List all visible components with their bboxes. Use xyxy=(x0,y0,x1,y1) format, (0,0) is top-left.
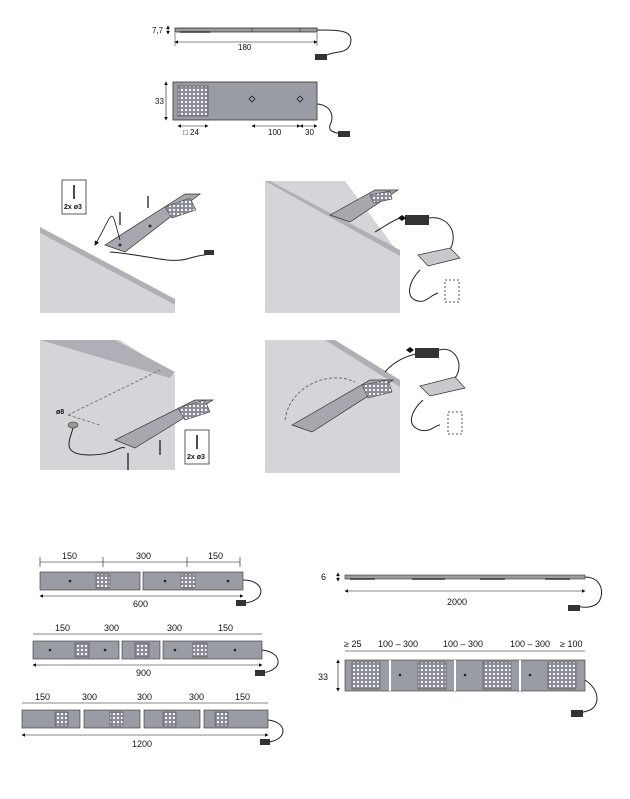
dim-5: 150 xyxy=(235,692,250,702)
led-module xyxy=(177,85,209,117)
install-step-1: 2x ø3 xyxy=(40,179,214,313)
connector-plug xyxy=(315,54,327,60)
dim-edge: 30 xyxy=(305,128,314,137)
dim-mid: 300 xyxy=(136,551,151,561)
screw-label: 2x ø3 xyxy=(187,454,205,461)
dim-1: 150 xyxy=(35,692,50,702)
dim-led: □ 24 xyxy=(183,128,200,137)
combo-900: 150 300 300 150 900 xyxy=(32,623,279,678)
dim-4: 150 xyxy=(218,623,233,633)
driver-box xyxy=(417,247,461,267)
wall-socket xyxy=(444,279,460,303)
dim-2: 100 – 300 xyxy=(378,639,418,649)
dim-1: 150 xyxy=(55,623,70,633)
cable xyxy=(316,29,352,57)
hole-label: ø8 xyxy=(56,409,64,416)
install-step-3: ø8 2x ø3 xyxy=(40,340,215,470)
dim-3: 300 xyxy=(137,692,152,702)
dim-total: 900 xyxy=(136,668,151,678)
combo-1200: 150 300 300 300 150 1200 xyxy=(21,692,284,749)
strip-side-view: 6 2000 xyxy=(321,572,603,611)
dim-length: 2000 xyxy=(447,597,467,607)
dim-1: ≥ 25 xyxy=(344,639,361,649)
dim-left: 150 xyxy=(62,551,77,561)
dim-5: ≥ 100 xyxy=(560,639,582,649)
top-side-view: 7,7 180 xyxy=(152,25,352,60)
dim-3: 100 – 300 xyxy=(443,639,483,649)
mounting-hole xyxy=(248,95,256,103)
install-step-2 xyxy=(265,181,461,313)
dim-height: 7,7 xyxy=(152,26,164,35)
dim-total: 600 xyxy=(133,599,148,609)
dim-2: 300 xyxy=(82,692,97,702)
dim-3: 300 xyxy=(167,623,182,633)
strip-front-view: ≥ 25 100 – 300 100 – 300 100 – 300 ≥ 100… xyxy=(318,639,598,717)
dim-2: 300 xyxy=(104,623,119,633)
dim-4: 300 xyxy=(189,692,204,702)
mounting-hole xyxy=(296,95,304,103)
install-step-4 xyxy=(265,340,466,473)
screw-label: 2x ø3 xyxy=(64,204,82,211)
dim-total: 1200 xyxy=(132,739,152,749)
driver-box xyxy=(419,376,466,397)
dim-height: 6 xyxy=(321,572,326,582)
dim-length: 180 xyxy=(238,43,252,52)
dim-height: 33 xyxy=(155,97,164,106)
dim-right: 150 xyxy=(208,551,223,561)
dim-height: 33 xyxy=(318,672,328,682)
dim-4: 100 – 300 xyxy=(510,639,550,649)
dim-spacing: 100 xyxy=(268,128,282,137)
combo-600: 150 300 150 600 xyxy=(39,551,262,609)
connector-block xyxy=(405,215,429,225)
top-front-view: 33 □ 24 100 30 xyxy=(155,81,350,137)
